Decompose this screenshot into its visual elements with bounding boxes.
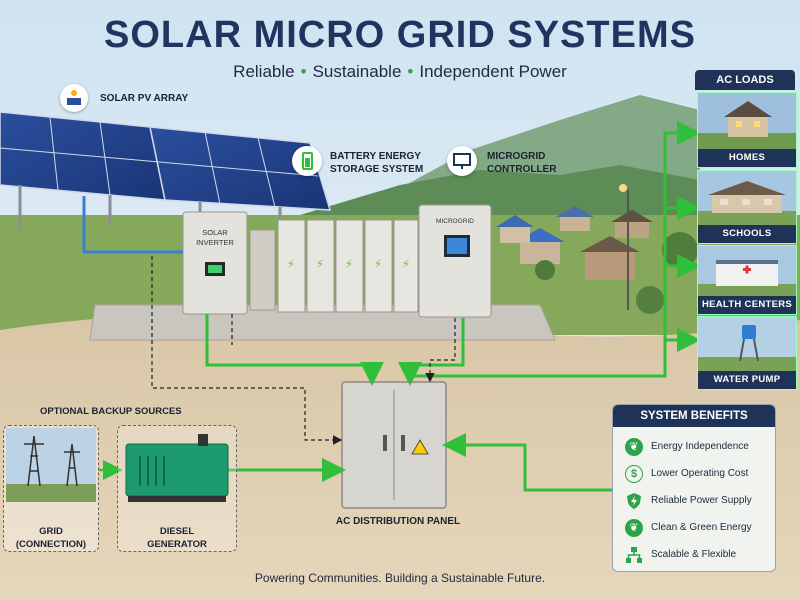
monitor-icon <box>447 146 477 176</box>
benefit-item: ❦ Clean & Green Energy <box>625 514 775 541</box>
dollar-icon: $ <box>625 464 643 483</box>
benefit-label: Clean & Green Energy <box>651 522 752 533</box>
system-benefits-header: SYSTEM BENEFITS <box>613 405 775 427</box>
battery-label-line-1: BATTERY ENERGY <box>330 151 421 162</box>
svg-text:⚡: ⚡ <box>345 257 353 271</box>
distribution-panel-label: AC DISTRIBUTION PANEL <box>335 516 461 527</box>
battery-storage-label: BATTERY ENERGY STORAGE SYSTEM <box>330 150 423 176</box>
microgrid-controller-label: MICROGRID CONTROLLER <box>487 150 556 176</box>
benefit-label: Scalable & Flexible <box>651 549 737 560</box>
leaf-icon: ❦ <box>625 437 643 456</box>
subtitle-part-3: Independent Power <box>419 62 567 81</box>
inverter-label-line-2: INVERTER <box>196 238 234 247</box>
load-label-water-pump: WATER PUMP <box>698 371 796 389</box>
benefits-to-panel-line <box>442 433 612 492</box>
subtitle-part-1: Reliable <box>233 62 295 81</box>
dashed-control-line-1 <box>151 256 343 445</box>
footer-tagline: Powering Communities. Building a Sustain… <box>254 571 546 585</box>
grid-connection-card: GRID (CONNECTION) <box>3 425 99 552</box>
backup-sources-header: OPTIONAL BACKUP SOURCES <box>40 406 182 417</box>
house-illustration <box>698 93 796 149</box>
inverter-to-panel-line <box>205 314 384 386</box>
benefit-label: Energy Independence <box>651 441 749 452</box>
subtitle-separator-1: • <box>300 62 307 81</box>
transmission-tower-illustration <box>6 428 96 502</box>
load-card-homes: HOMES <box>697 92 797 168</box>
network-icon <box>625 546 643 564</box>
subtitle-separator-2: • <box>407 62 414 81</box>
generator-illustration <box>125 434 229 502</box>
diesel-label-line-2: GENERATOR <box>147 539 207 550</box>
ac-loads-title: AC LOADS <box>716 74 774 86</box>
svg-text:⚡: ⚡ <box>402 257 410 271</box>
grid-label-line-2: (CONNECTION) <box>15 539 87 550</box>
load-label-health-centers: HEALTH CENTERS <box>698 296 796 314</box>
solar-pv-label: SOLAR PV ARRAY <box>100 93 189 104</box>
load-label-homes: HOMES <box>698 149 796 167</box>
dashed-control-line-3 <box>425 318 456 383</box>
load-card-schools: SCHOOLS <box>697 170 797 244</box>
panel-to-loads-trunk <box>410 121 701 378</box>
svg-text:⚡: ⚡ <box>316 257 324 271</box>
system-benefits-panel: SYSTEM BENEFITS ❦ Energy Independence $ … <box>612 404 776 572</box>
diesel-label-line-1: DIESEL <box>159 526 195 537</box>
water-pump-illustration <box>698 317 796 371</box>
controller-label-line-2: CONTROLLER <box>487 164 557 175</box>
benefit-item: Reliable Power Supply <box>625 487 775 514</box>
load-card-water-pump: WATER PUMP <box>697 316 797 390</box>
benefit-item: ❦ Energy Independence <box>625 433 775 460</box>
school-illustration <box>698 171 796 225</box>
svg-text:⚡: ⚡ <box>287 257 295 271</box>
solar-panel-icon <box>60 84 88 112</box>
inverter-body-label: SOLAR INVERTER <box>183 228 247 248</box>
benefit-item: $ Lower Operating Cost <box>625 460 775 487</box>
benefit-label: Lower Operating Cost <box>651 468 749 479</box>
subtitle-part-2: Sustainable <box>312 62 402 81</box>
leaf-icon: ❦ <box>625 518 643 537</box>
page-title: SOLAR MICRO GRID SYSTEMS <box>104 14 696 56</box>
page-subtitle: Reliable • Sustainable • Independent Power <box>0 62 800 82</box>
controller-body-label: MICROGRID <box>436 218 474 225</box>
pv-to-inverter-line <box>82 196 183 254</box>
inverter-label-line-1: SOLAR <box>202 228 228 237</box>
load-label-schools: SCHOOLS <box>698 225 796 243</box>
battery-label-line-2: STORAGE SYSTEM <box>330 164 424 175</box>
grid-label-line-1: GRID <box>39 526 63 537</box>
benefit-item: Scalable & Flexible <box>625 541 775 568</box>
diesel-generator-card: DIESEL GENERATOR <box>117 425 237 552</box>
health-center-illustration <box>698 246 796 296</box>
controller-label-line-1: MICROGRID <box>487 151 546 162</box>
controller-to-panel-line <box>398 318 465 386</box>
load-card-health-centers: HEALTH CENTERS <box>697 245 797 315</box>
battery-icon <box>292 146 322 176</box>
shield-bolt-icon <box>625 492 643 510</box>
diesel-generator-label: DIESEL GENERATOR <box>118 525 236 551</box>
grid-connection-label: GRID (CONNECTION) <box>4 525 98 551</box>
benefit-label: Reliable Power Supply <box>651 495 752 506</box>
svg-text:⚡: ⚡ <box>374 257 382 271</box>
ac-loads-header: AC LOADS <box>695 70 795 90</box>
